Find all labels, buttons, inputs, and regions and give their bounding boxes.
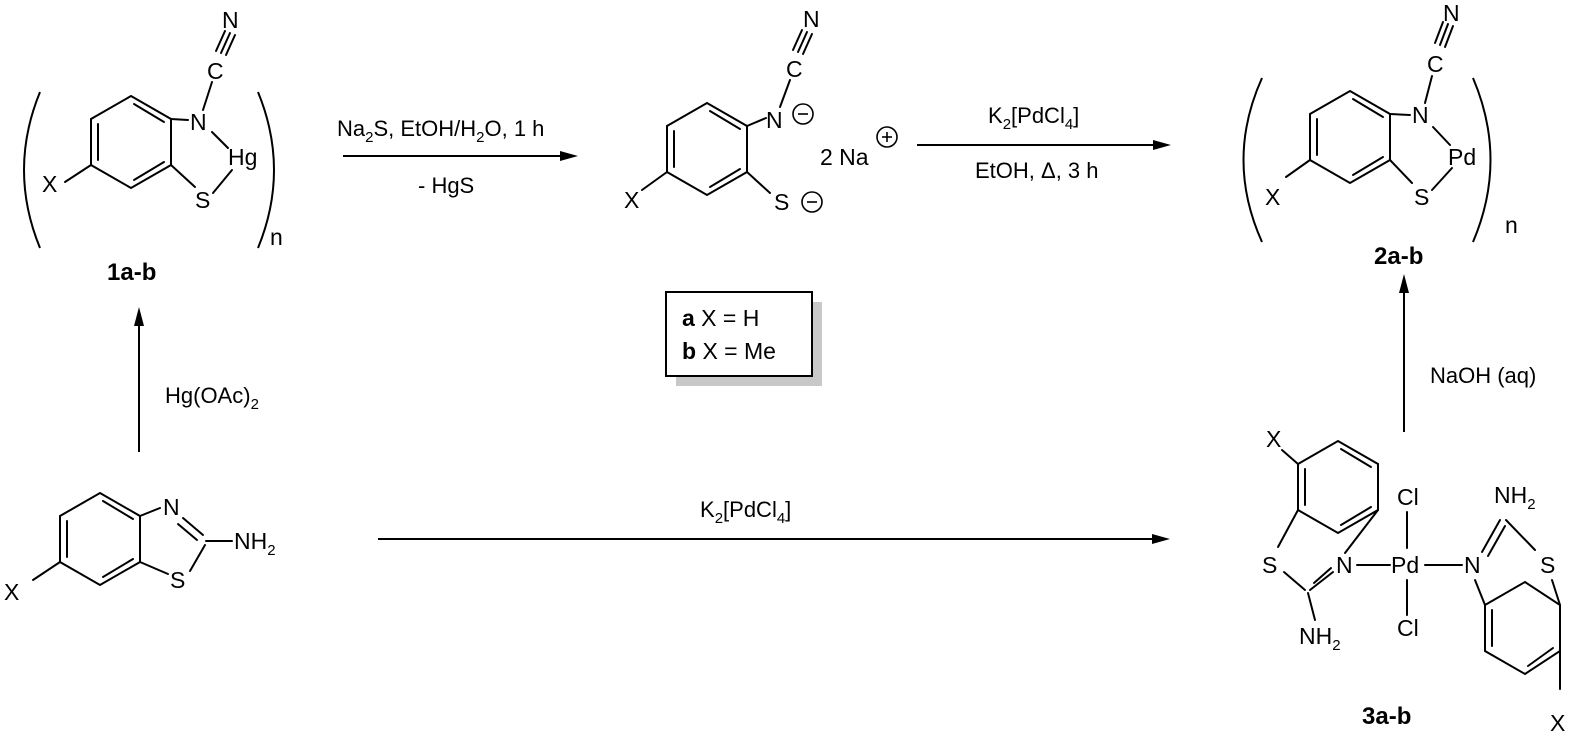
arrow-step1: Na2S, EtOH/H2O, 1 h - HgS xyxy=(337,116,578,198)
substituent-x: X xyxy=(1265,184,1280,210)
positive-charge xyxy=(876,126,898,148)
right-parenthesis xyxy=(257,91,275,249)
starting-aminobenzothiazole: X N S NH2 xyxy=(4,491,276,605)
atom-n: N xyxy=(1412,102,1429,128)
atom-n-right: N xyxy=(1464,552,1481,578)
subscript-n: n xyxy=(270,224,283,250)
atom-n-cyano: N xyxy=(803,6,820,32)
compound-label-2a-b: 2a-b xyxy=(1374,243,1423,270)
compound-label-1a-b: 1a-b xyxy=(107,259,156,286)
arrow-step4: K2[PdCl4] xyxy=(378,497,1170,544)
atom-cl-top: Cl xyxy=(1397,484,1419,510)
benzene-ring xyxy=(666,101,748,197)
negative-charge-n xyxy=(792,103,814,125)
benzene-ring-right xyxy=(1484,580,1561,676)
negative-charge-s xyxy=(801,191,823,213)
atom-s: S xyxy=(170,567,185,593)
atom-n: N xyxy=(163,494,180,520)
amine-group: NH2 xyxy=(234,528,276,559)
substituent-x-bottom: X xyxy=(1550,710,1565,736)
atom-s-left: S xyxy=(1262,552,1277,578)
right-parenthesis xyxy=(1472,77,1492,243)
subscript-n: n xyxy=(1505,212,1518,238)
condition-step3: Hg(OAc)2 xyxy=(165,383,259,413)
substituent-x-top: X xyxy=(1266,426,1281,452)
arrow-step5: NaOH (aq) xyxy=(1399,274,1536,432)
left-parenthesis xyxy=(23,91,41,249)
condition-step4: K2[PdCl4] xyxy=(700,497,791,527)
atom-pd: Pd xyxy=(1448,144,1476,170)
sodium-counterion: 2 Na xyxy=(820,144,869,170)
atom-n-cyano: N xyxy=(222,7,239,33)
amine-left: NH2 xyxy=(1299,623,1341,654)
atom-pd: Pd xyxy=(1391,552,1419,578)
benzene-ring-left xyxy=(1297,439,1379,535)
atom-s: S xyxy=(774,189,789,215)
atom-c: C xyxy=(207,58,224,84)
atom-n-left: N xyxy=(1336,552,1353,578)
arrow-step2: K2[PdCl4] EtOH, Δ, 3 h xyxy=(917,103,1171,183)
atom-c: C xyxy=(1427,51,1444,77)
atom-s: S xyxy=(1414,184,1429,210)
atom-s-right: S xyxy=(1540,552,1555,578)
substituent-x: X xyxy=(4,579,19,605)
substituent-x: X xyxy=(42,171,57,197)
atom-n-cyano: N xyxy=(1443,0,1460,26)
condition-step1-top: Na2S, EtOH/H2O, 1 h xyxy=(337,116,544,146)
atom-n: N xyxy=(190,109,207,135)
compound-2a-b: X N C N Pd S n 2a-b xyxy=(1242,0,1518,270)
amine-right: NH2 xyxy=(1494,482,1536,513)
legend-row-a: a X = H xyxy=(682,305,759,331)
atom-n: N xyxy=(766,107,783,133)
atom-cl-bottom: Cl xyxy=(1397,615,1419,641)
atom-c: C xyxy=(786,56,803,82)
condition-step1-bottom: - HgS xyxy=(418,173,474,198)
left-parenthesis xyxy=(1242,77,1263,243)
legend-frame xyxy=(665,291,813,377)
atom-s: S xyxy=(195,187,210,213)
condition-step2-top: K2[PdCl4] xyxy=(988,103,1079,133)
intermediate-dianion: X N C N S 2 Na xyxy=(624,6,898,215)
legend-row-b: b X = Me xyxy=(682,338,776,364)
compound-1a-b: X N C N Hg S n 1a-b xyxy=(23,7,283,286)
condition-step5: NaOH (aq) xyxy=(1430,363,1536,388)
benzene-ring xyxy=(90,94,172,190)
atom-hg: Hg xyxy=(228,144,257,170)
compound-label-3a-b: 3a-b xyxy=(1362,703,1411,730)
arrow-step3: Hg(OAc)2 xyxy=(134,307,259,452)
substituent-x: X xyxy=(624,187,639,213)
compound-3a-b: X S N NH2 Pd Cl Cl N NH2 S X xyxy=(1262,426,1565,736)
legend-box: a X = H b X = Me xyxy=(665,291,822,386)
benzene-ring xyxy=(1309,89,1391,185)
benzene-ring xyxy=(59,491,141,587)
condition-step2-bottom: EtOH, Δ, 3 h xyxy=(975,158,1099,183)
